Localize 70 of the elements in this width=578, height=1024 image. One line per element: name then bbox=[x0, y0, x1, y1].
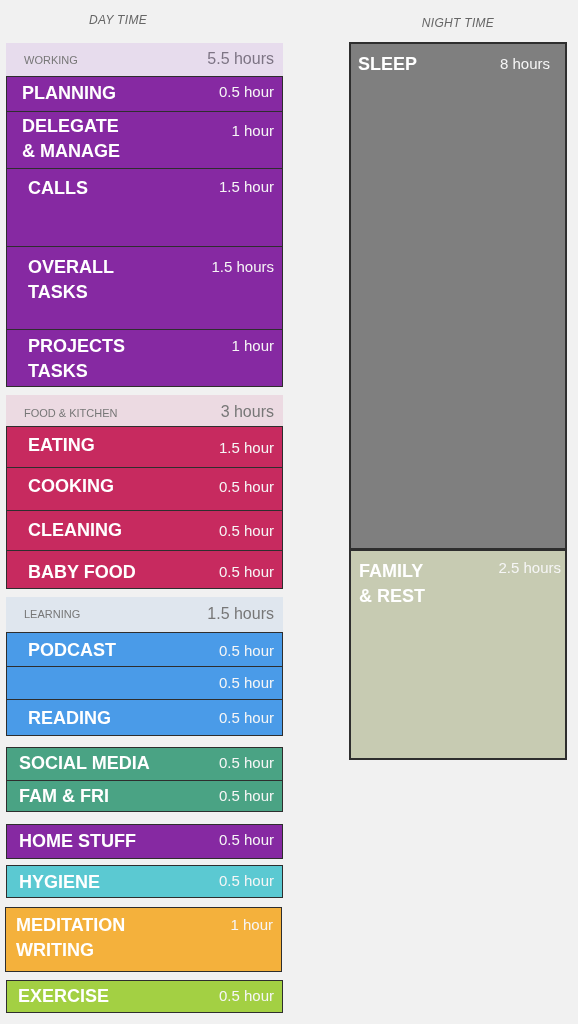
duration-text: 0.5 hour bbox=[218, 753, 274, 773]
category-name: FOOD & KITCHEN bbox=[24, 405, 118, 421]
activity-name: PODCAST bbox=[28, 638, 116, 662]
duration-text: 8 hours bbox=[499, 54, 550, 74]
column-heading: DAY TIME bbox=[89, 12, 147, 28]
activity-name: COOKING bbox=[28, 474, 114, 498]
activity-block bbox=[349, 42, 567, 550]
activity-name: SOCIAL MEDIA bbox=[19, 751, 150, 775]
activity-block bbox=[6, 666, 283, 700]
duration-text: 0.5 hour bbox=[218, 708, 274, 728]
activity-name: CLEANING bbox=[28, 518, 122, 542]
duration-text: 0.5 hour bbox=[218, 871, 274, 891]
activity-block bbox=[6, 980, 283, 1013]
duration-text: 2.5 hours bbox=[498, 558, 561, 578]
activity-name: HYGIENE bbox=[19, 870, 101, 894]
category-band bbox=[6, 597, 283, 632]
duration-text: 0.5 hour bbox=[218, 786, 274, 806]
duration-text: 0.5 hour bbox=[218, 641, 274, 661]
duration-text: 0.5 hour bbox=[218, 477, 274, 497]
activity-block bbox=[6, 550, 283, 589]
category-name: WORKING bbox=[24, 52, 78, 68]
activity-name: FAM & FRI bbox=[19, 784, 109, 808]
activity-block bbox=[6, 865, 283, 898]
duration-text: 0.5 hour bbox=[218, 562, 274, 582]
duration-text: 0.5 hour bbox=[218, 830, 274, 850]
activity-name: DELEGATE & MANAGE bbox=[22, 114, 121, 163]
duration-text: 1.5 hours bbox=[211, 257, 274, 277]
category-band bbox=[6, 43, 283, 76]
activity-name: OVERALL TASKS bbox=[28, 255, 115, 304]
duration-text: 1.5 hour bbox=[218, 438, 274, 458]
category-name: LEARNING bbox=[24, 606, 81, 622]
duration-text: 1 hour bbox=[231, 336, 274, 356]
activity-block bbox=[6, 111, 283, 169]
category-total: 5.5 hours bbox=[207, 49, 274, 69]
activity-block bbox=[6, 824, 283, 859]
activity-name: BABY FOOD bbox=[28, 560, 136, 584]
activity-name: EXERCISE bbox=[18, 984, 110, 1008]
column-heading: NIGHT TIME bbox=[421, 15, 495, 31]
duration-text: 0.5 hour bbox=[218, 82, 274, 102]
activity-block bbox=[6, 467, 283, 511]
activity-block bbox=[6, 780, 283, 812]
activity-block bbox=[5, 907, 282, 972]
activity-block bbox=[6, 76, 283, 112]
category-band bbox=[6, 395, 283, 426]
duration-text: 0.5 hour bbox=[218, 986, 274, 1006]
duration-text: 1.5 hour bbox=[218, 177, 274, 197]
activity-block bbox=[6, 329, 283, 387]
activity-name: EATING bbox=[28, 433, 95, 457]
activity-block bbox=[6, 632, 283, 667]
activity-name: FAMILY & REST bbox=[359, 559, 426, 608]
activity-name: CALLS bbox=[28, 176, 88, 200]
activity-name: SLEEP bbox=[358, 52, 418, 76]
duration-text: 1 hour bbox=[230, 915, 273, 935]
activity-block bbox=[6, 426, 283, 468]
duration-text: 1 hour bbox=[231, 121, 274, 141]
activity-name: PROJECTS TASKS bbox=[28, 334, 127, 383]
activity-block bbox=[349, 549, 567, 760]
activity-name: READING bbox=[28, 706, 111, 730]
category-total: 1.5 hours bbox=[207, 604, 274, 624]
activity-block bbox=[6, 510, 283, 551]
activity-name: HOME STUFF bbox=[19, 829, 136, 853]
activity-block bbox=[6, 168, 283, 247]
duration-text: 0.5 hour bbox=[218, 521, 274, 541]
activity-name: MEDITATION WRITING bbox=[16, 913, 127, 962]
activity-block bbox=[6, 699, 283, 736]
activity-block bbox=[6, 747, 283, 781]
activity-name: PLANNING bbox=[22, 81, 116, 105]
category-total: 3 hours bbox=[220, 402, 274, 422]
duration-text: 0.5 hour bbox=[218, 673, 274, 693]
activity-block bbox=[6, 246, 283, 330]
